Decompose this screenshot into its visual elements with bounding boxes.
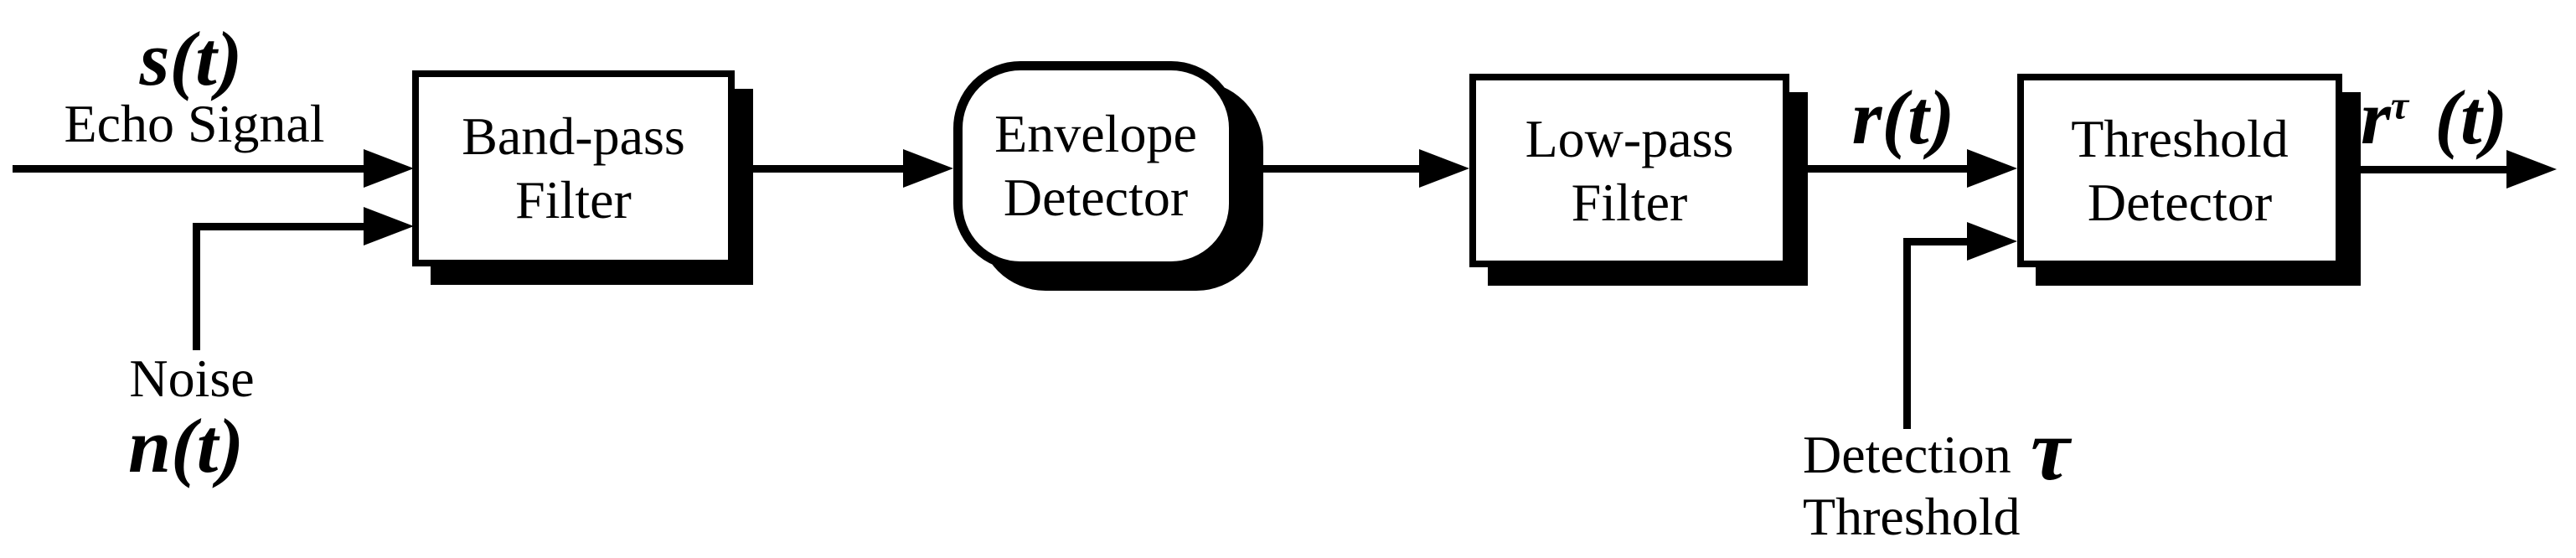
threshold-control-arrowhead xyxy=(1967,222,2017,261)
wire-lowpass-to-threshold xyxy=(1789,165,1970,173)
wire-bandpass-to-envelope xyxy=(735,165,905,173)
threshold-signal-arrowhead xyxy=(1967,149,2017,188)
echo-signal-math-label: s(t) xyxy=(139,16,243,101)
output-signal-argument: (t) xyxy=(2434,75,2508,160)
noise-label: Noise xyxy=(129,349,255,408)
block-lowpass-filter: Low-pass Filter xyxy=(1469,74,1789,267)
lowpass-filter-label-line2: Filter xyxy=(1571,172,1688,232)
lowpass-input-arrowhead xyxy=(1419,149,1469,188)
rt-signal-label: r(t) xyxy=(1851,75,1955,160)
bandpass-filter-label-line1: Band-pass xyxy=(462,106,685,166)
threshold-detector-label-line1: Threshold xyxy=(2071,108,2289,168)
echo-signal-label: Echo Signal xyxy=(64,94,325,153)
envelope-input-arrowhead xyxy=(903,149,953,188)
tau-symbol: τ xyxy=(2031,400,2070,499)
output-wire xyxy=(2342,166,2510,173)
detection-threshold-label-line2: Threshold xyxy=(1803,487,2021,546)
threshold-detector-label-line2: Detector xyxy=(2087,172,2273,232)
detection-threshold-label-line1: Detection xyxy=(1803,425,2011,484)
output-arrowhead xyxy=(2506,150,2557,189)
output-signal-label: rτ(t) xyxy=(2361,79,2507,156)
lowpass-filter-label-line1: Low-pass xyxy=(1525,108,1734,168)
envelope-detector-label-line1: Envelope xyxy=(994,104,1197,163)
envelope-detector-label-line2: Detector xyxy=(1003,168,1189,227)
output-signal-base: r xyxy=(2361,75,2391,160)
noise-wire-horizontal xyxy=(193,223,364,230)
block-bandpass-filter: Band-pass Filter xyxy=(412,70,735,266)
block-threshold-detector: Threshold Detector xyxy=(2017,74,2342,267)
bandpass-filter-label-line2: Filter xyxy=(515,170,632,230)
wire-envelope-to-lowpass xyxy=(1238,165,1421,173)
output-signal-superscript-tau: τ xyxy=(2390,83,2409,128)
noise-input-arrowhead xyxy=(364,207,414,245)
noise-math-label: n(t) xyxy=(128,403,244,488)
echo-input-arrowhead xyxy=(364,149,414,188)
threshold-control-wire-vertical xyxy=(1903,238,1911,429)
detection-threshold-label: Detection Threshold xyxy=(1803,424,2021,548)
noise-wire-vertical xyxy=(193,223,200,350)
threshold-control-wire-horizontal xyxy=(1903,238,1969,245)
block-envelope-detector: Envelope Detector xyxy=(953,61,1238,271)
echo-input-wire xyxy=(13,165,364,173)
